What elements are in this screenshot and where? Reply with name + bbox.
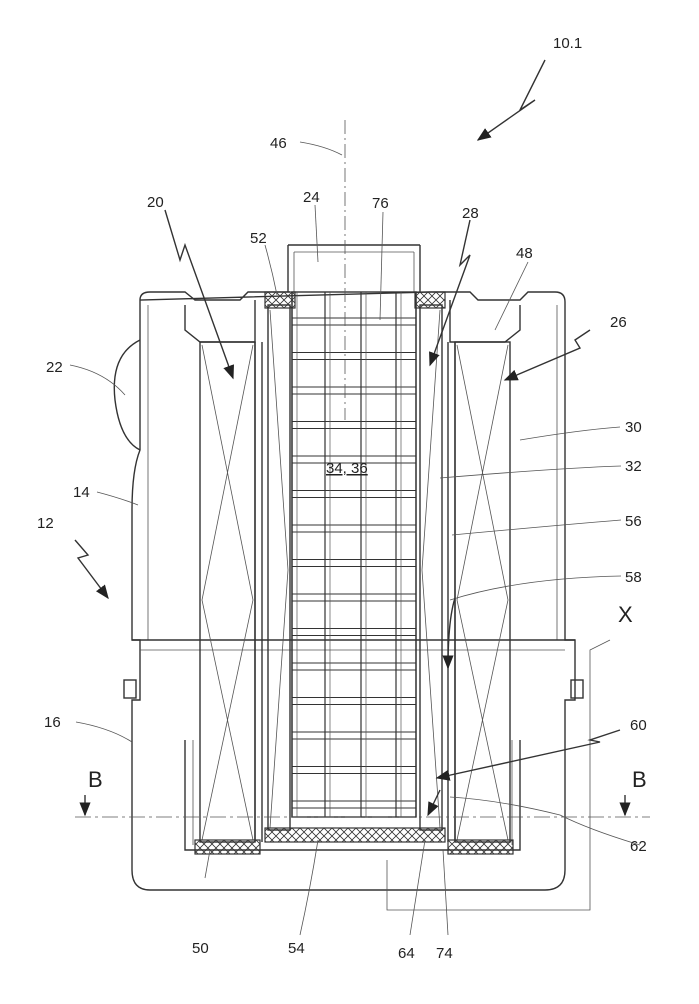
label-74: 74: [436, 945, 453, 962]
label-24: 24: [303, 189, 320, 206]
lattice-rib: [292, 387, 416, 394]
label-14: 14: [73, 484, 90, 501]
label-x: X: [618, 602, 633, 627]
left-support-ribs: [255, 342, 262, 842]
label-34-36: 34, 36: [326, 460, 368, 477]
label-54: 54: [288, 940, 305, 957]
leader-lines: [70, 142, 640, 935]
label-12: 12: [37, 515, 54, 532]
lattice-rib: [292, 801, 416, 808]
right-support-ribs: [448, 342, 455, 842]
label-48: 48: [516, 245, 533, 262]
label-22: 22: [46, 359, 63, 376]
label-52: 52: [250, 230, 267, 247]
central-support-tube: [288, 245, 420, 817]
label-28: 28: [462, 205, 479, 222]
lattice-rib: [292, 353, 416, 360]
label-50: 50: [192, 940, 209, 957]
lattice-rib: [292, 629, 416, 636]
label-b-left: B: [88, 767, 103, 792]
label-58: 58: [625, 569, 642, 586]
lattice-rib: [292, 663, 416, 670]
label-26: 26: [610, 314, 627, 331]
label-62: 62: [630, 838, 647, 855]
lattice-rib: [292, 594, 416, 601]
reference-arrows: [75, 60, 620, 815]
label-76: 76: [372, 195, 389, 212]
filter-housing: [114, 292, 583, 890]
lattice-rib: [292, 767, 416, 774]
lattice-rib: [292, 491, 416, 498]
reference-numerals: 10.1 46 24 76 28 48 52 20 26 22 30 34, 3…: [37, 35, 647, 962]
lattice-rib: [292, 525, 416, 532]
label-32: 32: [625, 458, 642, 475]
label-60: 60: [630, 717, 647, 734]
main-filter-element: [195, 342, 513, 854]
lattice-rib: [292, 560, 416, 567]
lattice-rib: [292, 422, 416, 429]
label-20: 20: [147, 194, 164, 211]
lattice-grid: [292, 292, 416, 817]
label-b-right: B: [632, 767, 647, 792]
label-46: 46: [270, 135, 287, 152]
label-56: 56: [625, 513, 642, 530]
section-line-b-b: [75, 795, 650, 817]
label-30: 30: [625, 419, 642, 436]
lattice-rib: [292, 698, 416, 705]
label-10-1: 10.1: [553, 35, 582, 52]
label-16: 16: [44, 714, 61, 731]
lattice-rib: [292, 732, 416, 739]
label-64: 64: [398, 945, 415, 962]
lattice-rib: [292, 318, 416, 325]
